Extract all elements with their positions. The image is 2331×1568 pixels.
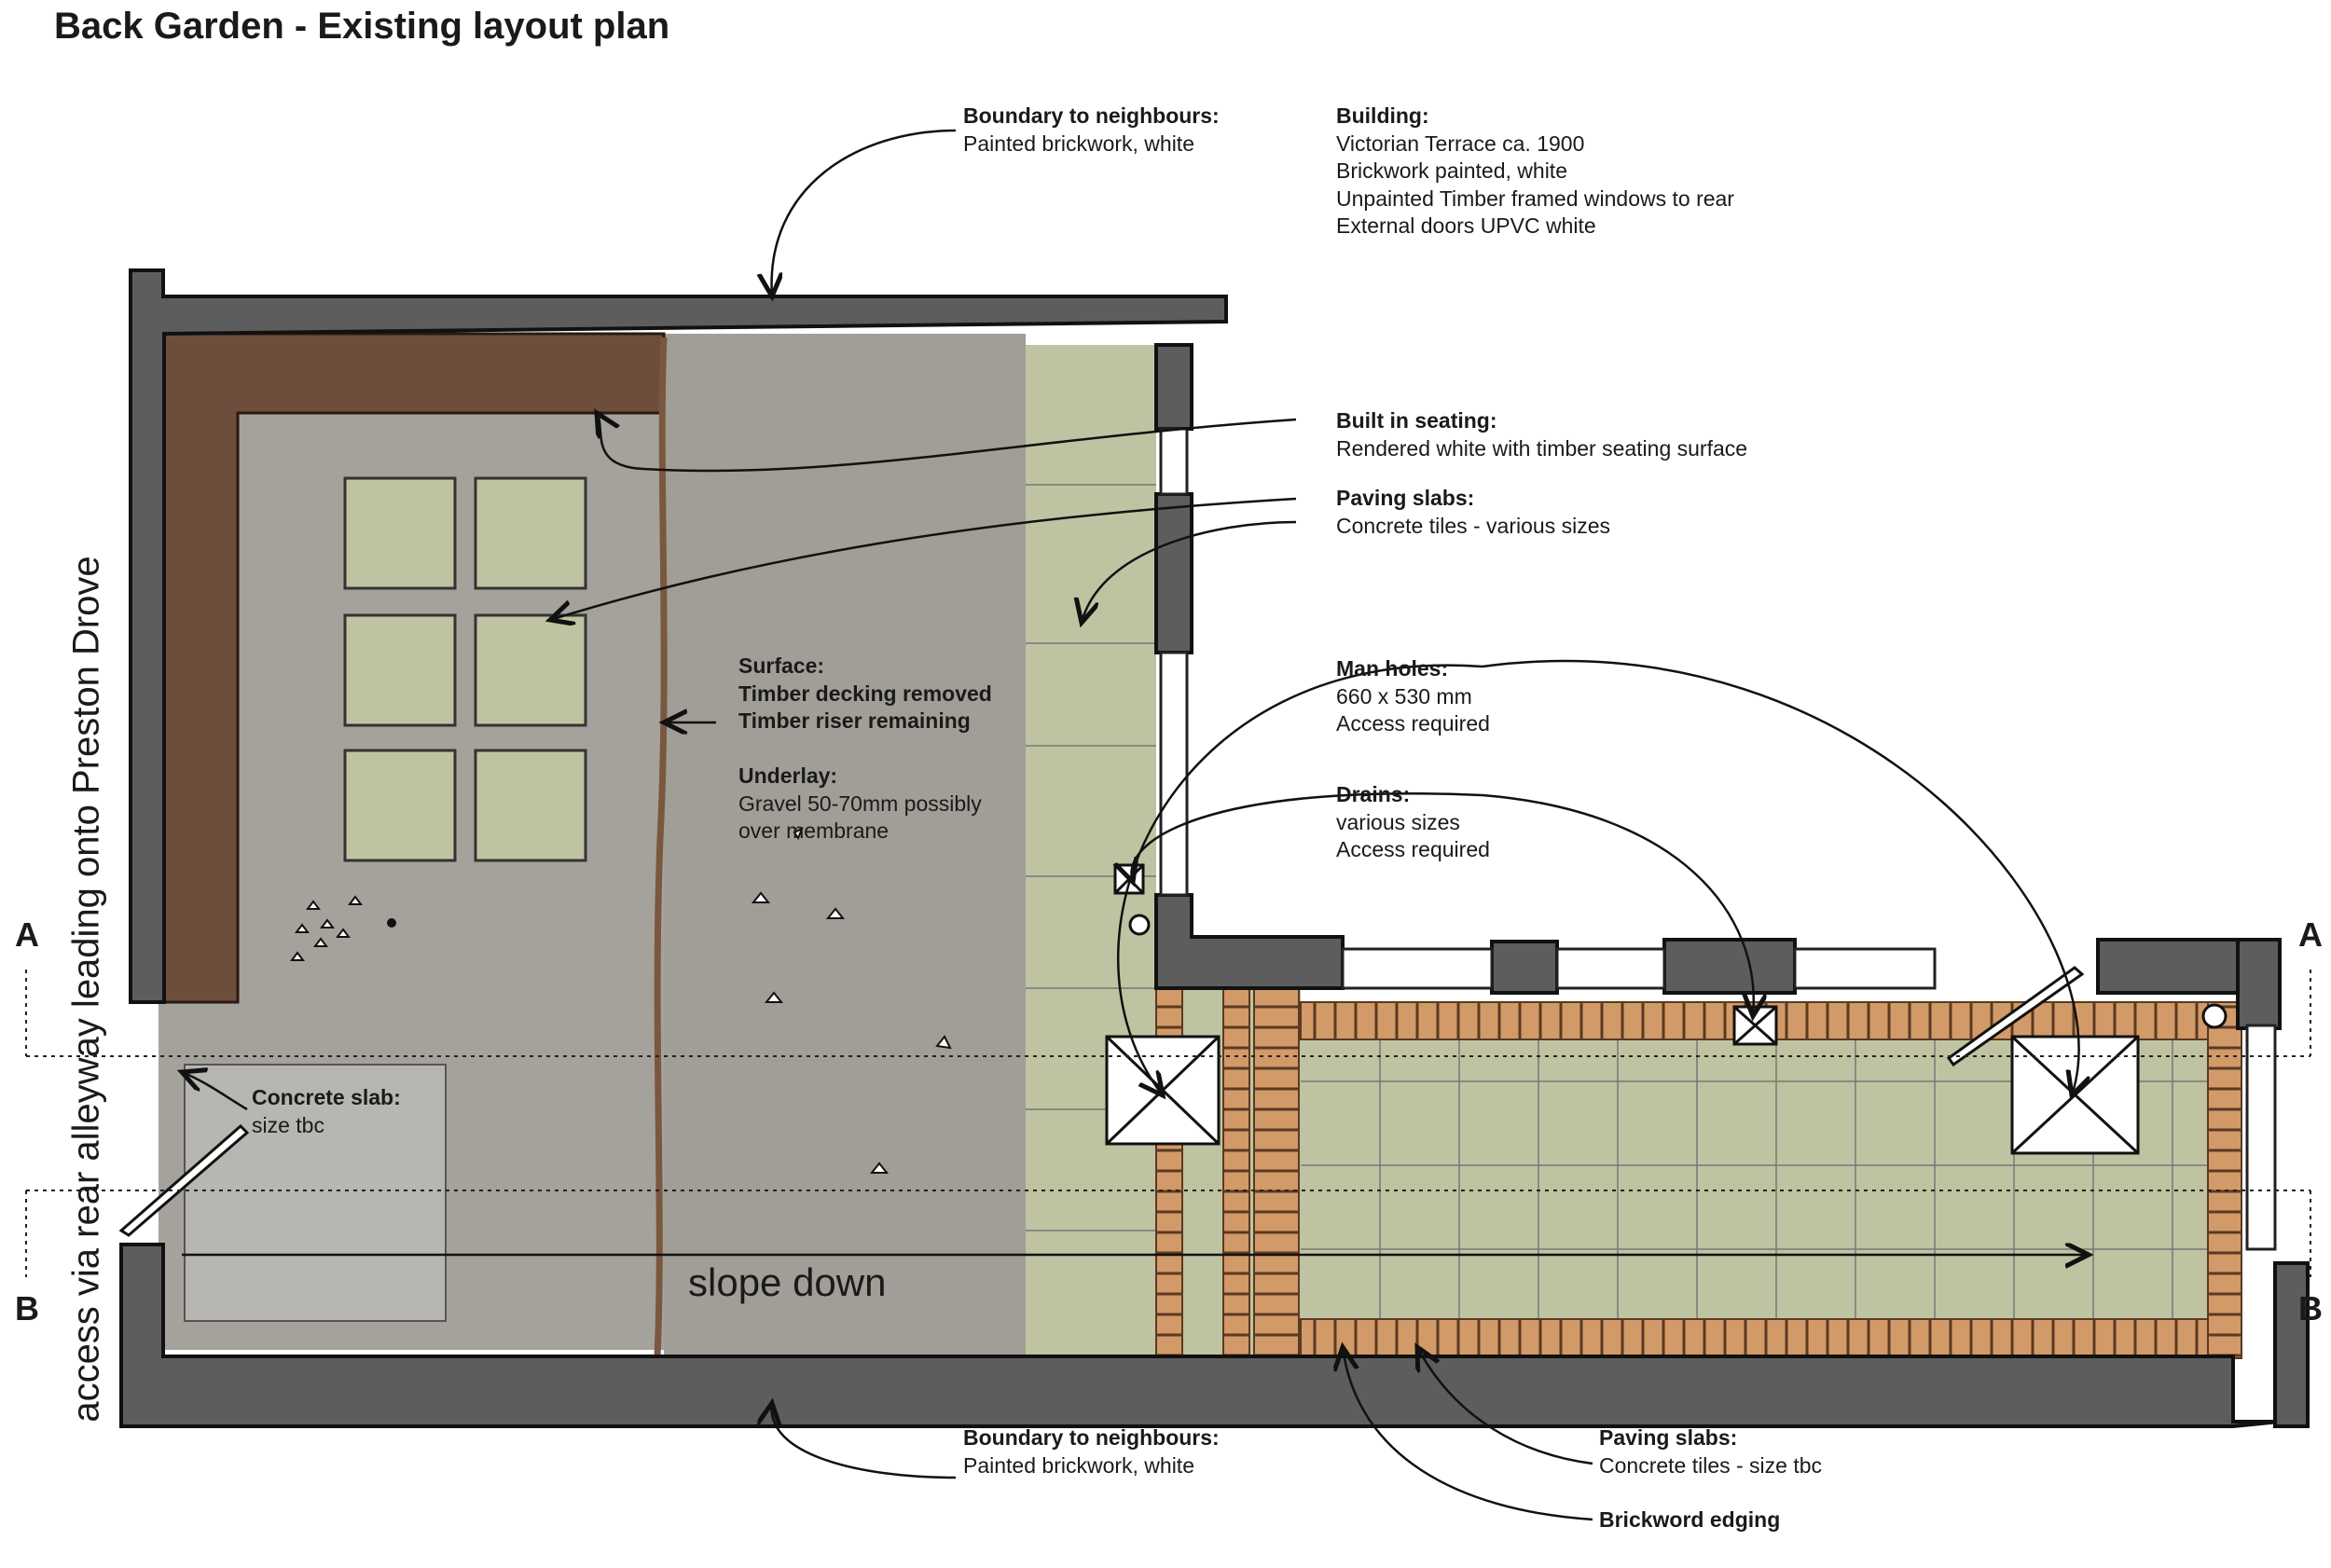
note-heading: Underlay: [738, 763, 838, 788]
note-manholes: Man holes: 660 x 530 mm Access required [1336, 655, 1490, 738]
note-line: Brickwork painted, white [1336, 158, 1567, 183]
note-heading: Paving slabs: [1599, 1425, 1738, 1450]
note-line: 660 x 530 mm [1336, 683, 1472, 708]
note-line: Painted brickwork, white [963, 131, 1194, 156]
note-line: Rendered white with timber seating surfa… [1336, 435, 1748, 461]
note-surface: Surface: Timber decking removed Timber r… [738, 653, 992, 736]
note-line: size tbc [252, 1112, 324, 1137]
gravel-area [664, 334, 1026, 1359]
concrete-slab [184, 1064, 447, 1322]
note-line: over membrane [738, 818, 890, 843]
note-building: Building: Victorian Terrace ca. 1900 Bri… [1336, 103, 1734, 241]
note-line: various sizes [1336, 809, 1460, 834]
note-heading: Man holes: [1336, 656, 1449, 681]
note-line: External doors UPVC white [1336, 213, 1596, 238]
note-line: Access required [1336, 711, 1490, 736]
timber-riser [654, 337, 668, 1357]
note-heading: Drains: [1336, 782, 1411, 806]
section-marker-a-right: A [2298, 915, 2323, 954]
note-line: Gravel 50-70mm possibly [738, 791, 982, 816]
note-boundary-top: Boundary to neighbours: Painted brickwor… [963, 103, 1220, 158]
note-brick-edging: Brickword edging [1599, 1506, 1780, 1534]
leader-lines [182, 129, 2079, 1521]
section-marker-a-left: A [15, 915, 39, 954]
note-heading: Building: [1336, 103, 1429, 128]
section-marker-b-left: B [15, 1289, 39, 1327]
section-lines [25, 970, 2311, 1277]
planter-grid [343, 476, 587, 862]
note-line: Painted brickwork, white [963, 1452, 1194, 1478]
note-heading: Boundary to neighbours: [963, 103, 1220, 128]
section-marker-b-right: B [2298, 1289, 2323, 1327]
note-underlay: Underlay: Gravel 50-70mm possibly over m… [738, 763, 982, 846]
note-line: Access required [1336, 837, 1490, 861]
note-paving-bottom: Paving slabs: Concrete tiles - size tbc [1599, 1424, 1822, 1479]
note-seating: Built in seating: Rendered white with ti… [1336, 407, 1747, 462]
page-title: Back Garden - Existing layout plan [54, 6, 670, 47]
paving-strip [1026, 345, 1156, 1359]
note-heading: Built in seating: [1336, 408, 1497, 433]
slope-label: slope down [688, 1260, 887, 1304]
gravel-markers [290, 826, 952, 1174]
garden-surfaces [159, 332, 2233, 1359]
note-line: Concrete tiles - various sizes [1336, 513, 1610, 538]
note-line: Timber decking removed [738, 681, 992, 706]
note-heading: Surface: [738, 653, 825, 678]
access-label: access via rear alleyway leading onto Pr… [65, 556, 107, 1423]
note-concrete-slab: Concrete slab: size tbc [252, 1084, 401, 1139]
note-heading: Concrete slab: [252, 1085, 401, 1109]
note-line: Victorian Terrace ca. 1900 [1336, 131, 1585, 156]
walls [119, 268, 2310, 1428]
note-heading: Brickword edging [1599, 1507, 1781, 1532]
note-boundary-bottom: Boundary to neighbours: Painted brickwor… [963, 1424, 1220, 1479]
note-paving-top: Paving slabs: Concrete tiles - various s… [1336, 485, 1610, 540]
note-line: Timber riser remaining [738, 708, 971, 733]
note-heading: Boundary to neighbours: [963, 1425, 1220, 1450]
note-line: Unpainted Timber framed windows to rear [1336, 186, 1734, 211]
note-line: Concrete tiles - size tbc [1599, 1452, 1823, 1478]
windows [1159, 427, 2277, 1251]
note-heading: Paving slabs: [1336, 486, 1475, 510]
note-drains: Drains: various sizes Access required [1336, 781, 1490, 864]
